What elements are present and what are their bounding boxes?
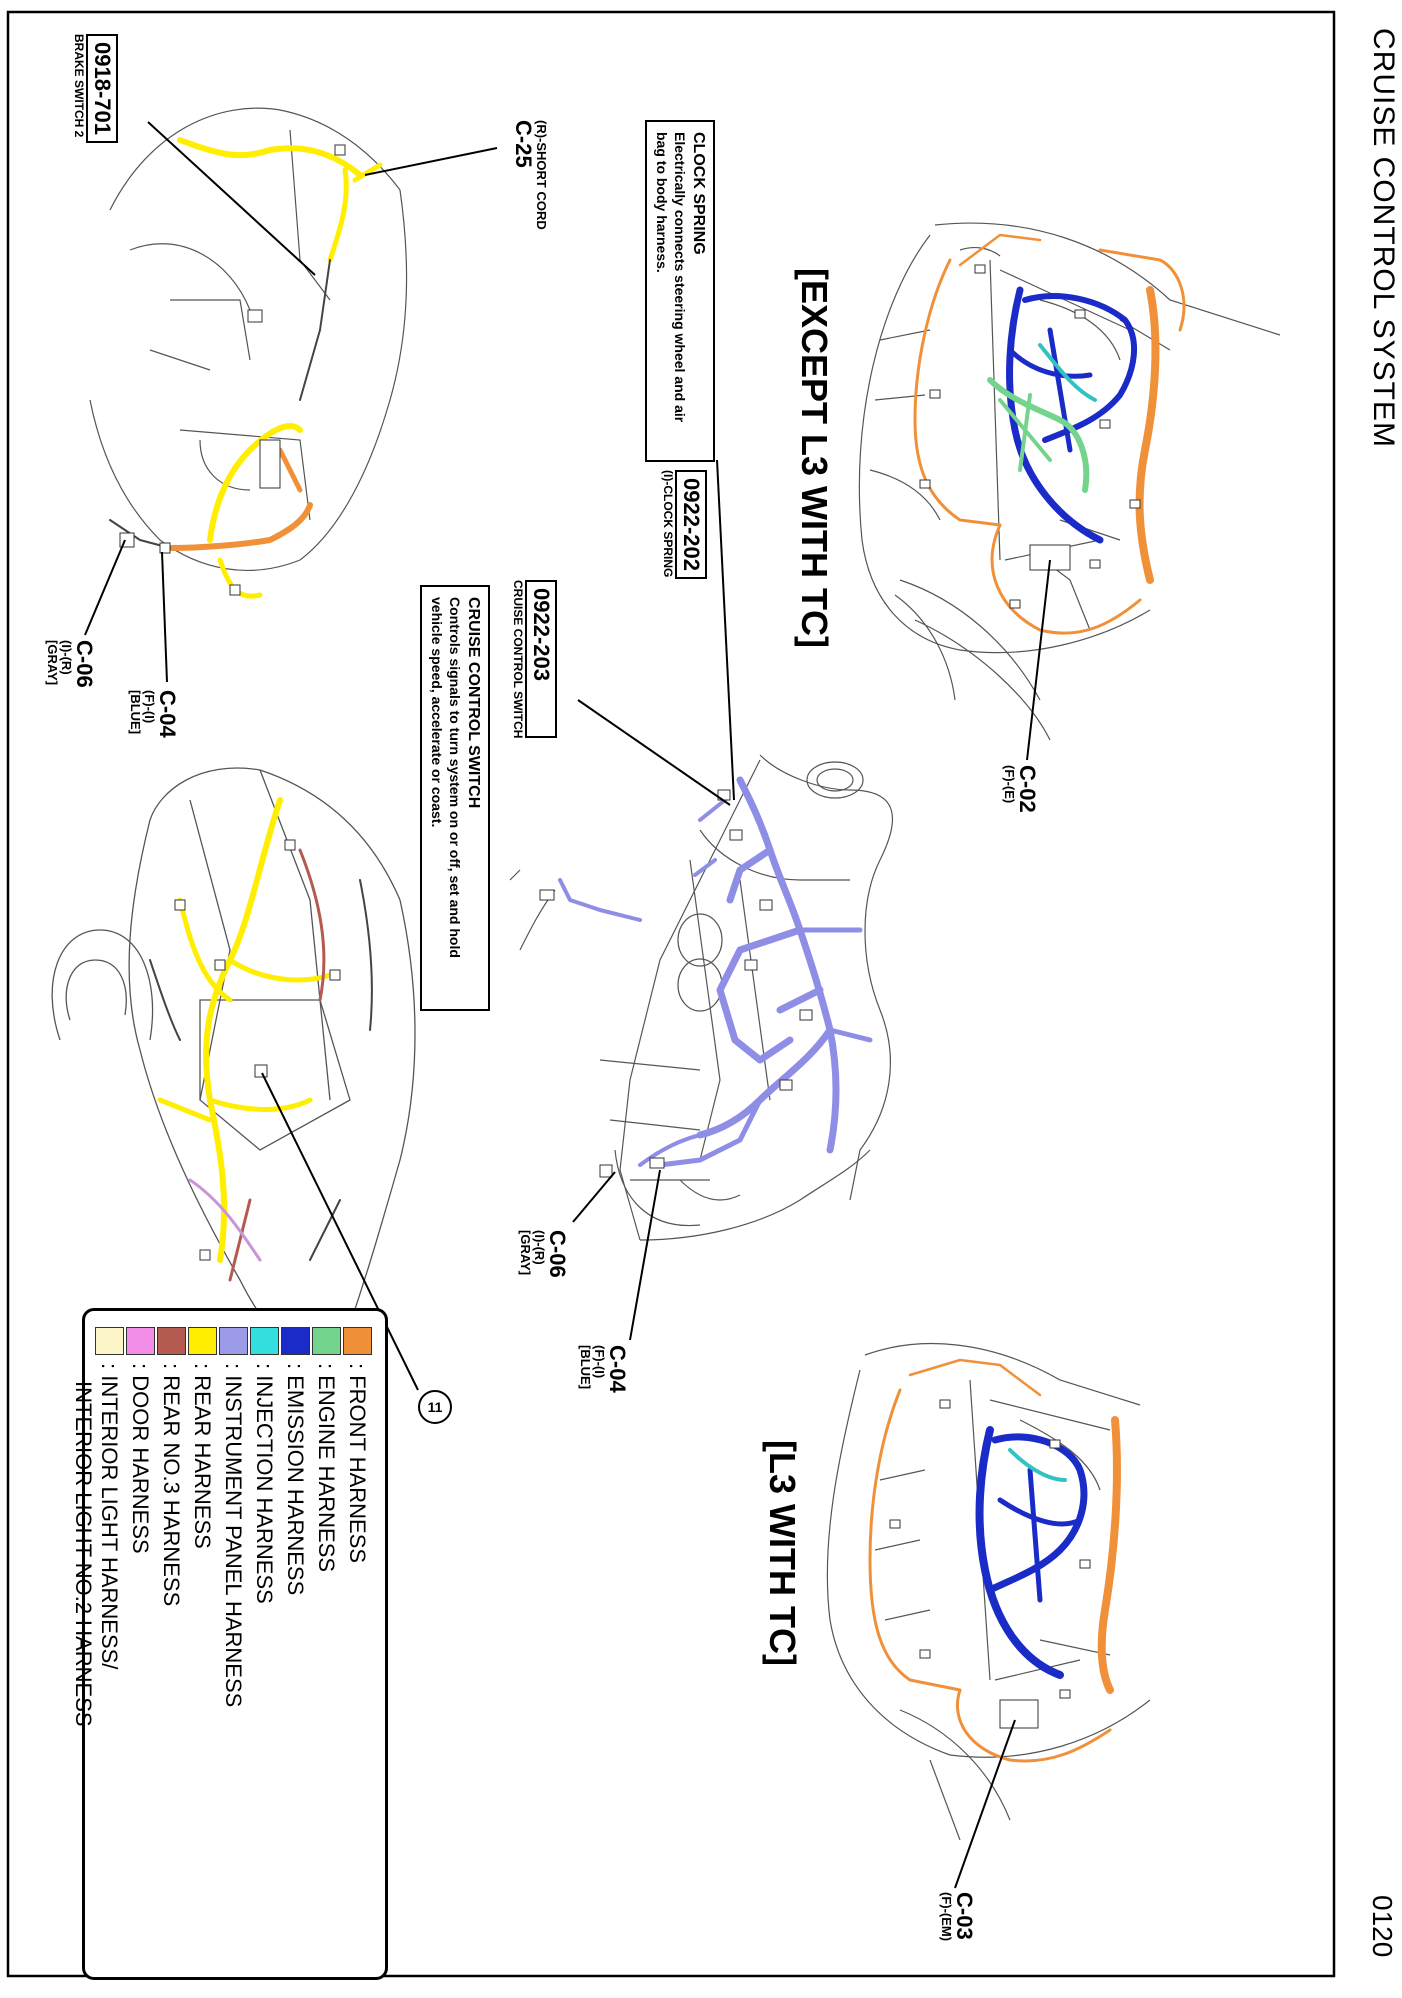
legend-label: : ENGINE HARNESS — [314, 1363, 340, 1573]
connector-c06-mid: C-06 (I)-(R) [GRAY] — [518, 1230, 570, 1278]
page-title: CRUISE CONTROL SYSTEM — [1367, 28, 1400, 448]
legend-label: : INJECTION HARNESS — [252, 1363, 278, 1604]
legend-box: : FRONT HARNESS: ENGINE HARNESS: EMISSIO… — [71, 1308, 388, 1980]
legend-swatch — [312, 1327, 341, 1355]
harness-bundles-l3 — [868, 1358, 1121, 1763]
connector-c02: C-02 (F)-(E) — [1002, 765, 1040, 813]
legend-label: : REAR HARNESS — [190, 1363, 216, 1549]
dashboard-outline — [509, 754, 894, 1241]
legend-label: : REAR NO.3 HARNESS — [159, 1363, 185, 1607]
leader-c02 — [1026, 559, 1051, 761]
vehicle-body-connectors — [174, 839, 341, 1261]
legend-item: : INSTRUMENT PANEL HARNESS — [218, 1327, 249, 1961]
legend-label: : EMISSION HARNESS — [283, 1363, 309, 1596]
leader-c03 — [954, 1719, 1016, 1889]
connector-c04-mid: C-04 (F)-(I) [BLUE] — [578, 1345, 630, 1393]
ip-harness — [558, 776, 873, 1168]
pedal-area-connectors — [119, 144, 346, 596]
leader-c06-mid — [572, 1171, 616, 1223]
legend-item: : REAR NO.3 HARNESS — [156, 1327, 187, 1961]
legend-swatch — [343, 1327, 372, 1355]
legend-item: : EMISSION HARNESS — [280, 1327, 311, 1961]
leader-c04-left — [161, 551, 168, 683]
part-0922-202: 0922-202 (I)-CLOCK SPRING — [661, 470, 707, 579]
legend-swatch — [281, 1327, 310, 1355]
part-0918-701: 0918-701 BRAKE SWITCH 2 — [72, 34, 118, 143]
legend-swatch — [126, 1327, 155, 1355]
legend-item: : FRONT HARNESS — [342, 1327, 373, 1961]
leader-0922-202 — [716, 459, 735, 801]
leader-0922-203 — [577, 699, 731, 806]
cruise-control-switch-box: CRUISE CONTROL SWITCH Controls signals t… — [419, 585, 490, 1011]
leader-c04-mid — [629, 1169, 661, 1341]
pedal-area-harness — [109, 137, 383, 599]
legend-extra-label: INTERIOR LIGHT NO.2 HARNESS — [71, 1381, 96, 1727]
legend-swatch — [219, 1327, 248, 1355]
legend-swatch — [95, 1327, 124, 1355]
part-0922-203: 0922-203 CRUISE CONTROL SWITCH — [511, 580, 557, 739]
leader-callout-11 — [261, 1072, 419, 1391]
clock-spring-box: CLOCK SPRING Electrically connects steer… — [644, 120, 715, 462]
leader-0918-701 — [147, 121, 316, 276]
legend-item: : INJECTION HARNESS — [249, 1327, 280, 1961]
legend-label: : INSTRUMENT PANEL HARNESS — [221, 1363, 247, 1708]
connector-c06-left: C-06 (I)-(R) [GRAY] — [45, 640, 97, 688]
legend-label: : INTERIOR LIGHT HARNESS/ — [97, 1363, 123, 1670]
callout-11: 11 — [418, 1390, 452, 1424]
legend-swatch — [157, 1327, 186, 1355]
connectors-l3 — [889, 1399, 1091, 1729]
pedal-area-outline — [89, 107, 408, 571]
legend-swatch — [250, 1327, 279, 1355]
legend-label: : FRONT HARNESS — [345, 1363, 371, 1564]
connector-c04-left: C-04 (F)-(I) [BLUE] — [128, 690, 180, 738]
legend-item: : REAR HARNESS — [187, 1327, 218, 1961]
vehicle-body-harness — [149, 797, 373, 1282]
connectors-except-l3 — [919, 264, 1141, 609]
leader-c25 — [364, 147, 498, 176]
page-frame — [6, 10, 1336, 1978]
legend-item: : INTERIOR LIGHT HARNESS/ — [94, 1327, 125, 1961]
legend-item: : DOOR HARNESS — [125, 1327, 156, 1961]
connector-c25: (R)-SHORT CORD C-25 — [511, 120, 549, 230]
leader-c06-left — [84, 539, 126, 636]
legend-item: : ENGINE HARNESS — [311, 1327, 342, 1961]
connector-c03: C-03 (F)-(EM) — [939, 1892, 977, 1942]
legend-swatch — [188, 1327, 217, 1355]
legend-label: : DOOR HARNESS — [128, 1363, 154, 1554]
heading-l3-with-tc: [L3 WITH TC] — [762, 1440, 803, 1666]
heading-except-l3-with-tc: [EXCEPT L3 WITH TC] — [794, 268, 835, 648]
page-number: 0120 — [1367, 1895, 1398, 1958]
harness-bundles-except-l3 — [913, 233, 1186, 635]
